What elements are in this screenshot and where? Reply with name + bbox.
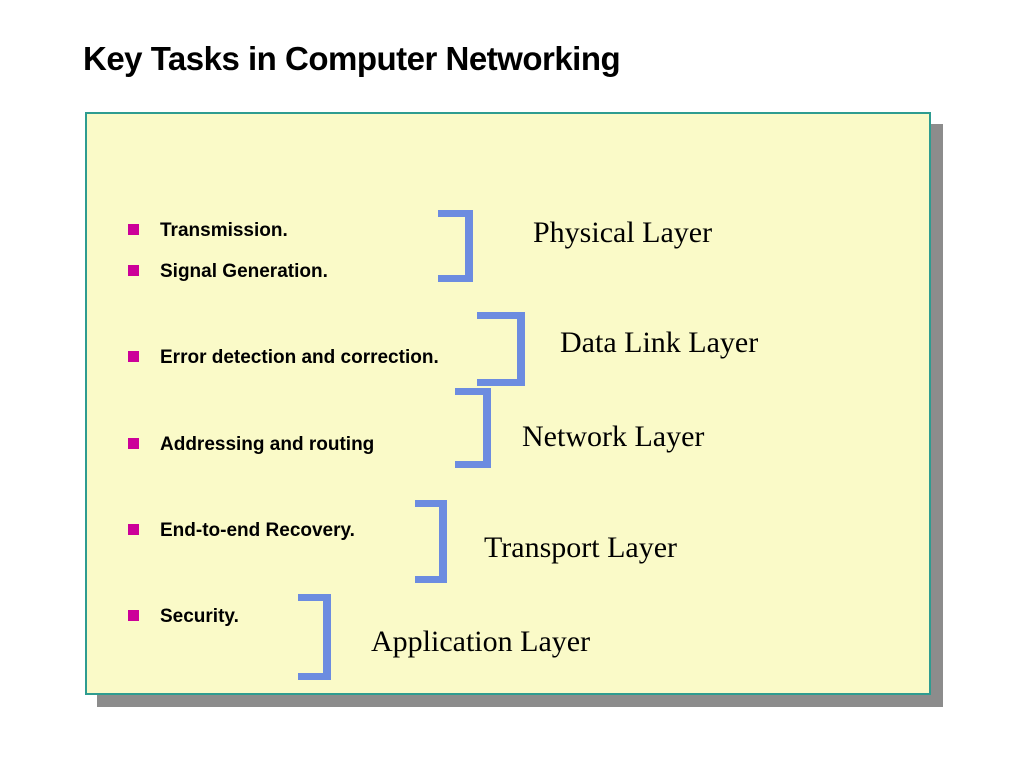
bullet-square-icon — [128, 224, 139, 235]
bracket-data-link-layer-icon — [477, 312, 525, 386]
layer-label-data-link: Data Link Layer — [560, 326, 759, 359]
content-panel — [85, 112, 931, 695]
bracket-transport-layer-icon — [415, 500, 447, 583]
bullet-square-icon — [128, 524, 139, 535]
layer-label-transport: Transport Layer — [484, 531, 678, 564]
task-label: End-to-end Recovery. — [160, 520, 355, 541]
layer-label-network: Network Layer — [522, 420, 705, 453]
task-label: Signal Generation. — [160, 261, 328, 282]
layer-label-application: Application Layer — [371, 625, 591, 658]
bracket-physical-layer-icon — [438, 210, 473, 282]
bullet-square-icon — [128, 438, 139, 449]
task-label: Error detection and correction. — [160, 347, 439, 368]
bracket-application-layer-icon — [298, 594, 331, 680]
bullet-square-icon — [128, 265, 139, 276]
bullet-square-icon — [128, 610, 139, 621]
slide-title: Key Tasks in Computer Networking — [83, 40, 621, 77]
bracket-network-layer-icon — [455, 388, 491, 468]
task-label: Security. — [160, 606, 239, 627]
task-label: Transmission. — [160, 220, 288, 241]
task-label: Addressing and routing — [160, 434, 375, 455]
layer-label-physical: Physical Layer — [533, 216, 713, 249]
bullet-square-icon — [128, 351, 139, 362]
